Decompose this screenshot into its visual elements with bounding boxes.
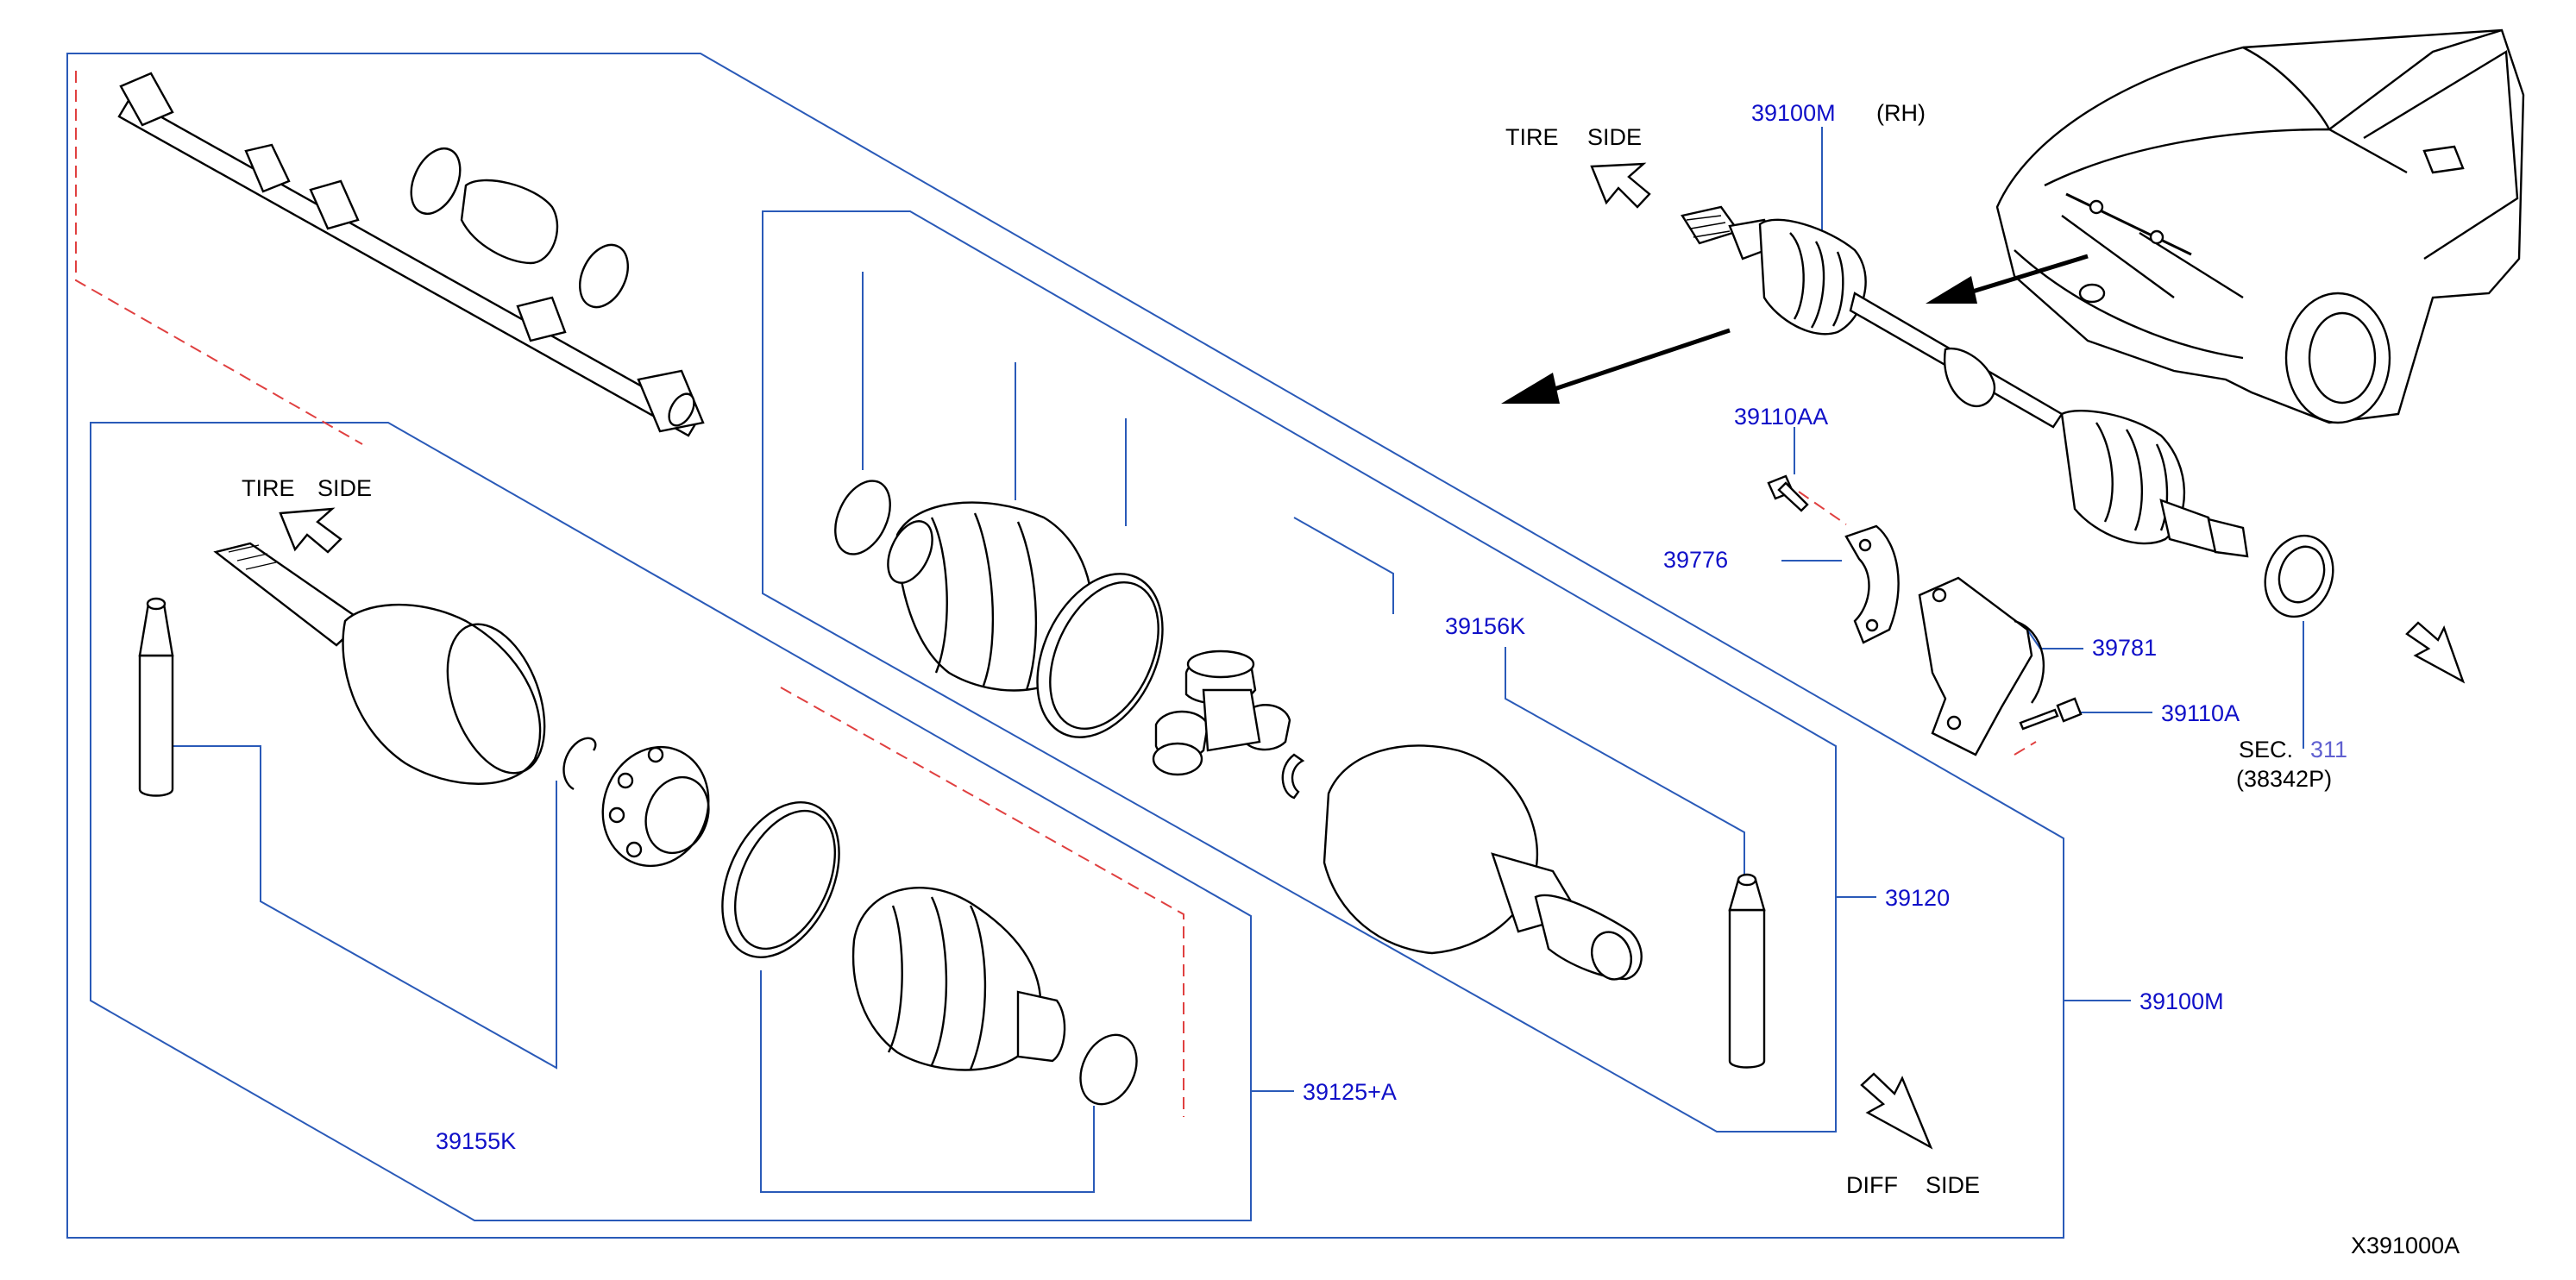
inner-cv-housing bbox=[1323, 744, 1643, 981]
band-clamp-inner-small bbox=[834, 480, 891, 555]
leader-39155k bbox=[173, 745, 557, 1070]
band-clamp-inner-large bbox=[1036, 573, 1164, 738]
callout-39100m-rh: 39100M bbox=[1751, 100, 1836, 126]
dashed-line-shaft bbox=[75, 71, 363, 445]
bolt-39110aa bbox=[1767, 474, 1809, 512]
tire-side-top-label-1: TIRE bbox=[1505, 124, 1559, 150]
diff-side-label-2: SIDE bbox=[1926, 1172, 1980, 1198]
callout-39156k: 39156K bbox=[1445, 613, 1525, 639]
outer-boot bbox=[851, 887, 1066, 1071]
callout-sec-ref: (38342P) bbox=[2236, 766, 2332, 792]
snap-ring bbox=[562, 737, 597, 791]
arrow-tire-side-top bbox=[1590, 162, 1651, 209]
vehicle-sketch bbox=[1995, 28, 2525, 424]
inner-race bbox=[601, 745, 710, 868]
snap-ring-inner bbox=[1281, 753, 1305, 800]
frame-39100m bbox=[66, 53, 2064, 1239]
drive-shaft-assembly bbox=[1681, 205, 2249, 558]
callout-39110a: 39110A bbox=[2161, 700, 2240, 726]
dashed-line-bolt-top bbox=[1798, 491, 1847, 525]
callout-39100m: 39100M bbox=[2139, 988, 2224, 1014]
callout-39120: 39120 bbox=[1885, 885, 1950, 911]
bearing-bracket-39781 bbox=[1918, 576, 2045, 756]
leader-39125a-bottom bbox=[760, 970, 1095, 1193]
callout-39155k: 39155K bbox=[436, 1128, 516, 1154]
tire-side-left-label-2: SIDE bbox=[317, 475, 372, 501]
tire-side-top-label-2: SIDE bbox=[1587, 124, 1642, 150]
dashed-line-boot bbox=[780, 687, 1184, 1117]
arrow-line-large bbox=[1543, 328, 1731, 395]
arrow-tire-side-left bbox=[279, 507, 342, 554]
arrow-line-small bbox=[1966, 254, 2089, 296]
arrow-head-small bbox=[1926, 276, 1977, 304]
diff-side-label-1: DIFF bbox=[1846, 1172, 1898, 1198]
arrow-diff-side bbox=[1860, 1072, 1933, 1150]
intermediate-shaft bbox=[117, 72, 705, 437]
small-boot-top bbox=[410, 147, 629, 309]
leader-39781 bbox=[2026, 629, 2083, 649]
callout-sec-311: 311 bbox=[2310, 737, 2347, 762]
frame-39125a bbox=[90, 422, 1252, 1221]
callout-39125a: 39125+A bbox=[1303, 1079, 1397, 1105]
dashed-line-bolt-bottom bbox=[2014, 741, 2037, 756]
callout-39776: 39776 bbox=[1663, 547, 1728, 573]
small-band-clamp bbox=[1079, 1033, 1138, 1106]
drawing-code: X391000A bbox=[2351, 1233, 2460, 1258]
grease-tube-right bbox=[1728, 873, 1766, 1069]
leader-39120-c bbox=[1293, 517, 1394, 614]
arrow-head-large bbox=[1501, 373, 1560, 404]
arrow-right bbox=[2405, 621, 2466, 684]
leader-39156k bbox=[1505, 647, 1745, 878]
tire-side-left-label-1: TIRE bbox=[242, 475, 295, 501]
frame-39120 bbox=[762, 210, 1837, 1133]
callout-rh: (RH) bbox=[1876, 100, 1926, 126]
outer-cv-joint bbox=[213, 542, 546, 785]
bracket-39776 bbox=[1844, 524, 1900, 644]
tripod-joint bbox=[1152, 649, 1291, 776]
bolt-39110a bbox=[2019, 697, 2083, 731]
grease-tube-left bbox=[138, 597, 174, 797]
oil-seal bbox=[2264, 534, 2334, 618]
callout-sec: SEC. bbox=[2239, 737, 2293, 762]
callout-39781: 39781 bbox=[2092, 635, 2157, 661]
callout-39110aa: 39110AA bbox=[1734, 404, 1828, 430]
large-band-clamp bbox=[721, 801, 840, 958]
